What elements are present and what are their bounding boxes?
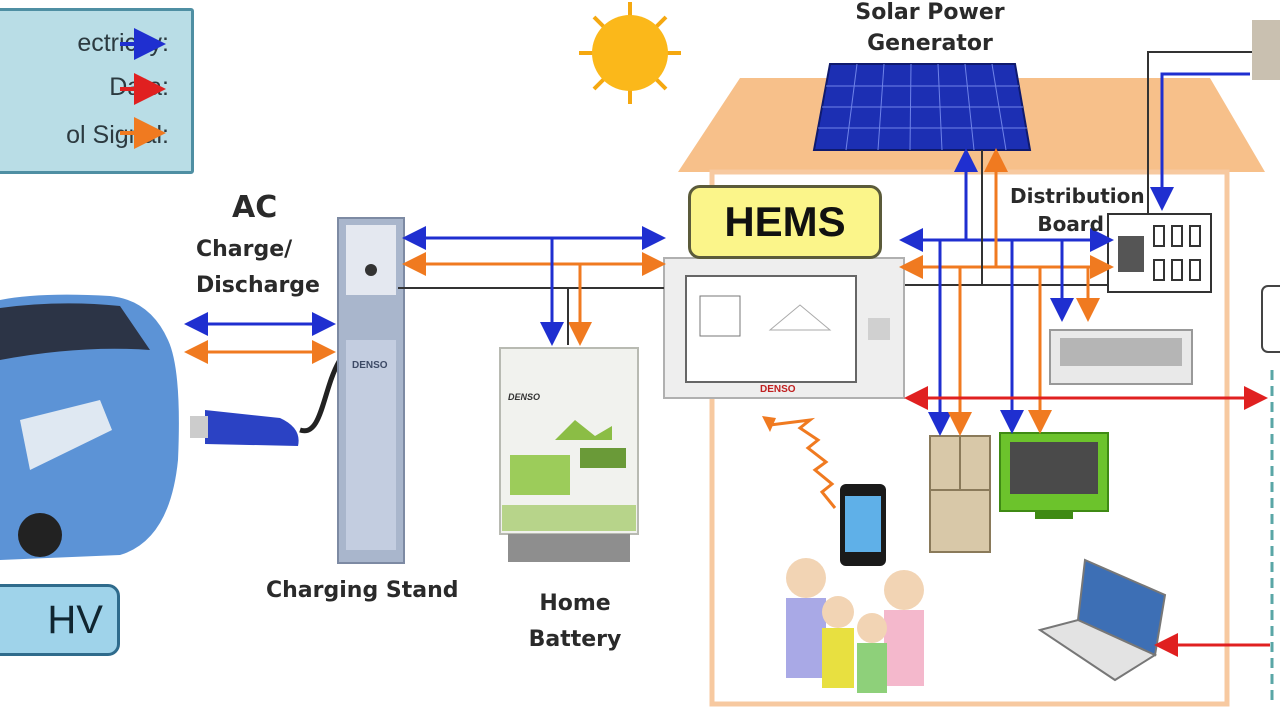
solar-label: Solar Power Generator [850,0,1010,56]
stand-brand-logo: DENSO [352,360,388,371]
home-battery-icon [499,347,639,562]
wireless-signal-arrow-icon [762,416,776,432]
wireless-signal [769,417,837,509]
charging-plug-icon [190,337,366,446]
energy-flow-lines [184,148,1280,700]
television-icon [999,432,1109,519]
solar-label-line2: Generator [867,31,993,56]
solar-label-line1: Solar Power [855,0,1005,25]
air-conditioner-icon [1049,329,1193,385]
hems-label-box: HEMS [688,185,882,259]
home-battery-line2: Battery [528,627,622,652]
laptop-icon [1037,558,1167,682]
phv-label: HV [47,598,103,642]
solar-panel [812,63,1032,151]
ac-label: AC [232,190,278,225]
charging-stand-icon [337,217,405,564]
hems-label: HEMS [724,198,846,245]
legend-arrows [120,28,166,149]
distribution-board-label: Distribution Board [1010,182,1145,238]
distribution-label-line1: Distribution [1010,184,1145,208]
home-battery-label: Home Battery [525,586,625,658]
refrigerator-icon [929,435,991,553]
hems-monitor-icon [663,257,905,399]
discharge-label: Discharge [196,273,320,298]
charge-label: Charge/ [196,237,293,262]
distribution-label-line2: Board [1037,212,1104,236]
car-phv-icon [0,294,179,560]
charging-stand-label: Charging Stand [266,578,459,603]
charge-discharge-label: Charge/ Discharge [196,232,320,304]
distribution-board-icon [1107,213,1212,293]
home-battery-line1: Home [539,591,611,616]
battery-brand-logo: DENSO [508,392,541,402]
sun-icon [579,2,681,104]
phv-label-box: HV [0,584,120,656]
power-cable [1147,20,1280,215]
hems-brand-logo: DENSO [760,384,796,395]
smartphone-icon [840,484,886,566]
family-icon [786,558,924,693]
